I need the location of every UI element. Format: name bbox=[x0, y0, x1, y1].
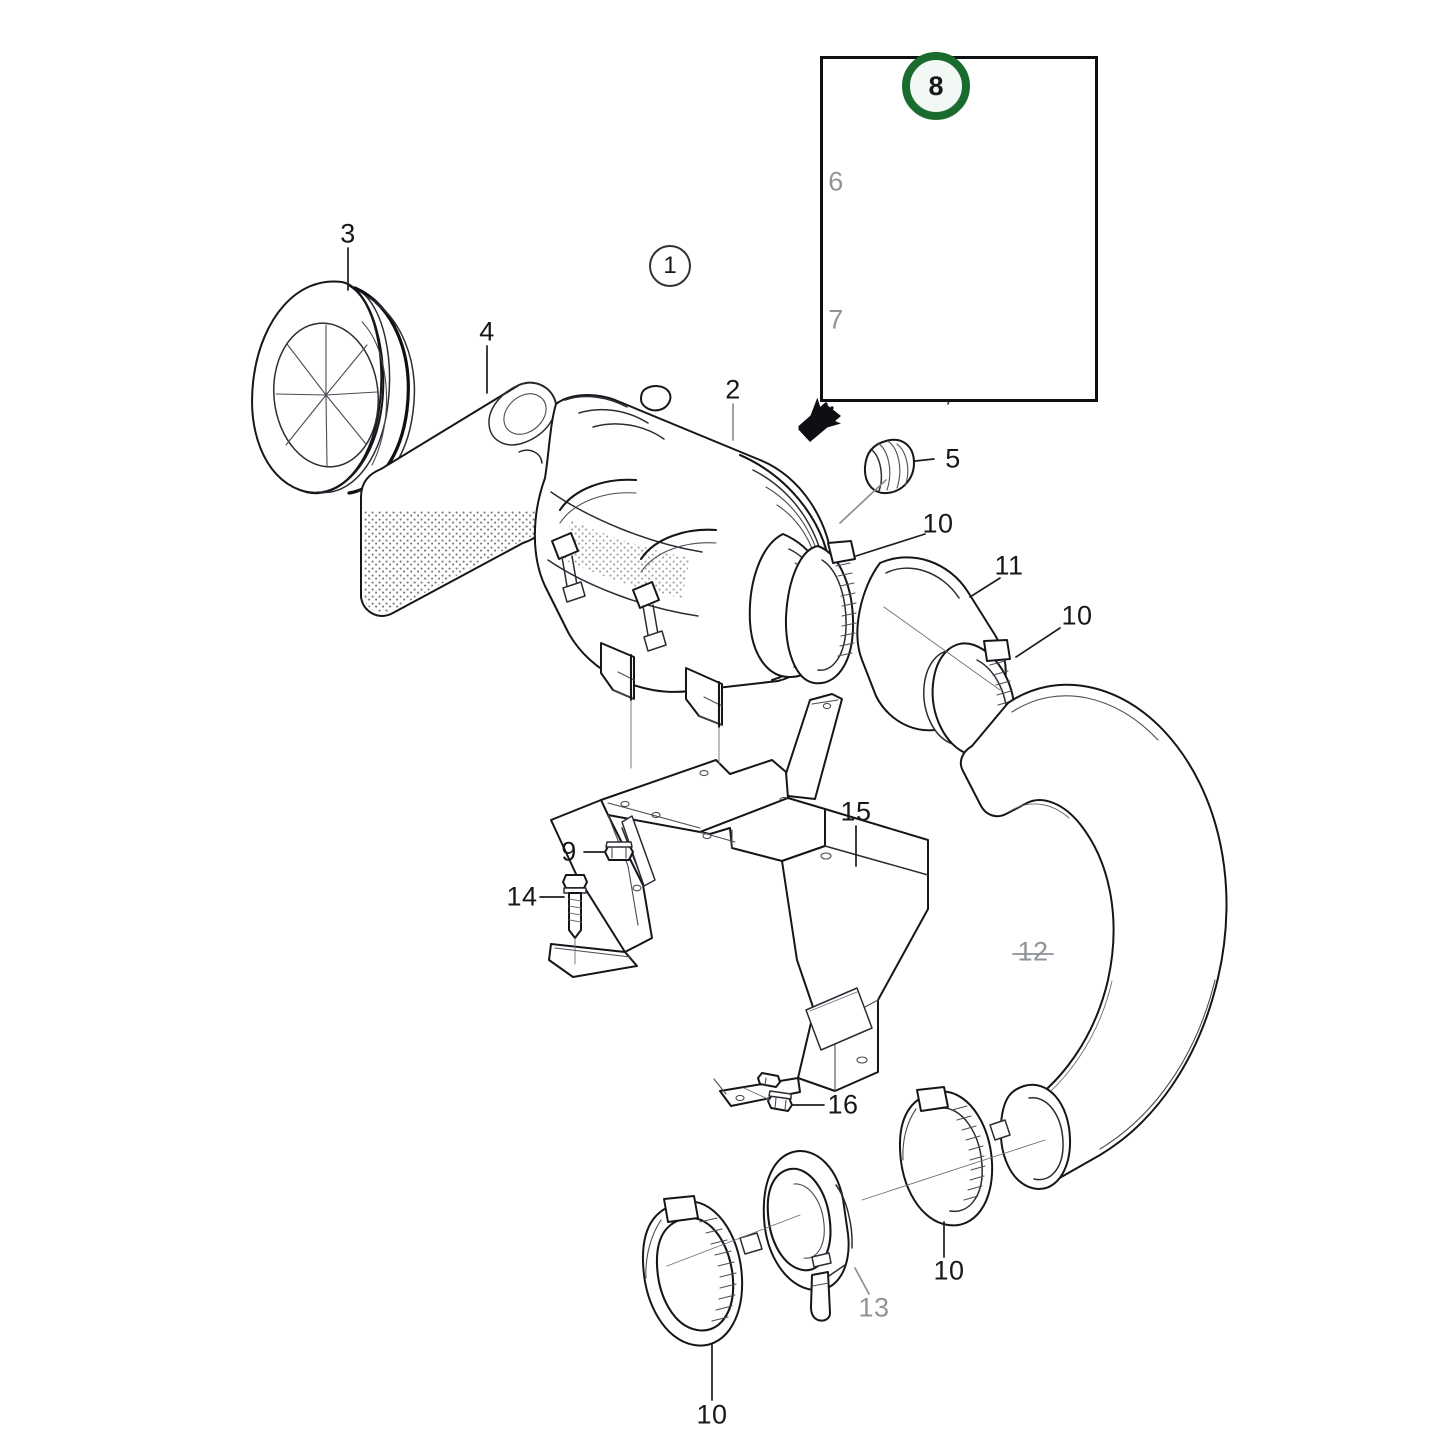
part-5-rubber-plug bbox=[863, 438, 915, 495]
part-label-13: 13 bbox=[858, 1292, 890, 1323]
screw-threads bbox=[568, 898, 582, 923]
part-10-clamp-outlet bbox=[784, 540, 857, 685]
part-15-mounting-bracket bbox=[548, 693, 929, 1107]
housing-strap-upper bbox=[551, 478, 638, 603]
part-label-7: 7 bbox=[828, 304, 844, 335]
part-label-5: 5 bbox=[945, 443, 961, 474]
part-13-adapter-sleeve bbox=[762, 1150, 853, 1322]
part-4-filter-element bbox=[360, 381, 557, 617]
part-12-curved-hose bbox=[959, 683, 1228, 1190]
part-label-12: 12 bbox=[1017, 936, 1049, 967]
part-label-15: 15 bbox=[840, 796, 872, 827]
part-label-2: 2 bbox=[725, 374, 741, 405]
clamp-band-ridges bbox=[951, 1105, 986, 1201]
part-label-10a: 10 bbox=[922, 508, 954, 539]
part-label-10d: 10 bbox=[696, 1399, 728, 1430]
part-label-4: 4 bbox=[479, 316, 495, 347]
part-label-11: 11 bbox=[994, 550, 1024, 581]
part-10-clamp-hose-lower bbox=[898, 1086, 1011, 1227]
housing-mounting-feet bbox=[600, 642, 723, 729]
clamp-band-ridges bbox=[699, 1217, 737, 1322]
part-3-intake-cap bbox=[251, 280, 416, 495]
part-label-16: 16 bbox=[827, 1089, 859, 1120]
part-label-9: 9 bbox=[561, 836, 577, 867]
part-label-6: 6 bbox=[828, 166, 844, 197]
clamp-band-ridges bbox=[835, 562, 857, 657]
detail-callout-arrow bbox=[798, 397, 842, 442]
highlighted-part-number-8: 8 bbox=[902, 52, 970, 120]
part-14-flange-screw bbox=[562, 874, 588, 965]
part-10-clamp-adapter-left bbox=[641, 1195, 763, 1347]
assembly-callout-1: 1 bbox=[649, 245, 691, 287]
part-16-flange-screw bbox=[743, 1072, 793, 1112]
part-label-10b: 10 bbox=[1061, 600, 1093, 631]
leader-lines bbox=[347, 247, 1061, 1401]
part-9-flange-nut bbox=[604, 841, 634, 861]
part-2-air-cleaner-housing bbox=[533, 385, 857, 729]
plug-ribs bbox=[877, 440, 909, 491]
housing-strap-lower bbox=[632, 528, 718, 652]
detail-view-box bbox=[820, 56, 1098, 402]
cap-vanes bbox=[275, 324, 378, 467]
housing-texture bbox=[564, 520, 690, 598]
part-label-3: 3 bbox=[340, 218, 356, 249]
part-label-14: 14 bbox=[506, 881, 538, 912]
part-label-10c: 10 bbox=[933, 1255, 965, 1286]
